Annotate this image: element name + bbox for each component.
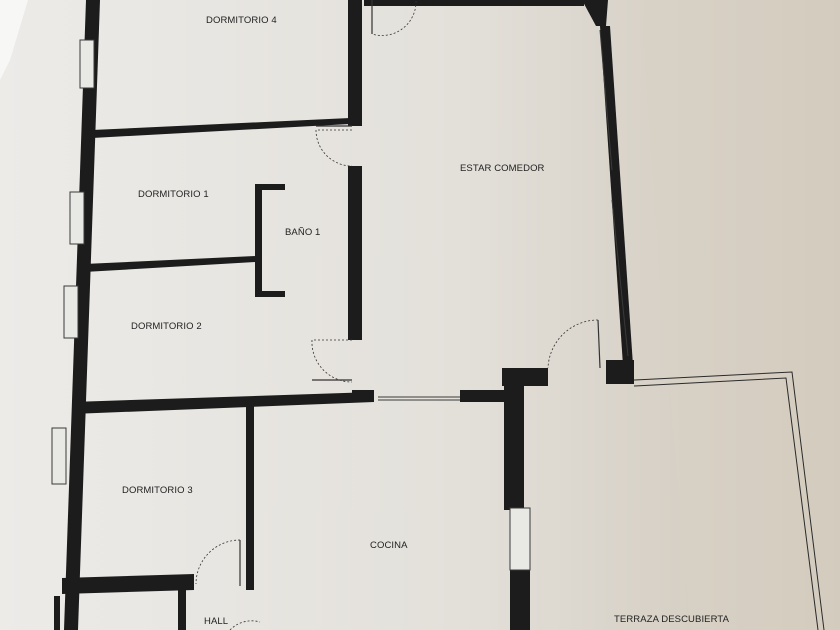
walls: [54, 0, 634, 630]
room-label-bano-1: BAÑO 1: [285, 227, 321, 238]
room-label-estar-comedor: ESTAR COMEDOR: [460, 163, 545, 174]
room-label-dormitorio-4: DORMITORIO 4: [206, 15, 277, 26]
door-swings: [195, 0, 599, 630]
room-label-hall: HALL: [204, 616, 229, 627]
door-leaves: [239, 0, 601, 586]
room-label-dormitorio-1: DORMITORIO 1: [138, 189, 209, 200]
paper-shadow: [640, 0, 840, 630]
room-label-terraza: TERRAZA DESCUBIERTA: [614, 614, 730, 625]
room-label-dormitorio-2: DORMITORIO 2: [131, 321, 202, 332]
terrace-outline: [633, 371, 825, 630]
windows: [51, 29, 629, 571]
room-label-dormitorio-3: DORMITORIO 3: [122, 485, 193, 496]
room-label-cocina: COCINA: [370, 540, 408, 551]
page-curl: [0, 0, 28, 80]
